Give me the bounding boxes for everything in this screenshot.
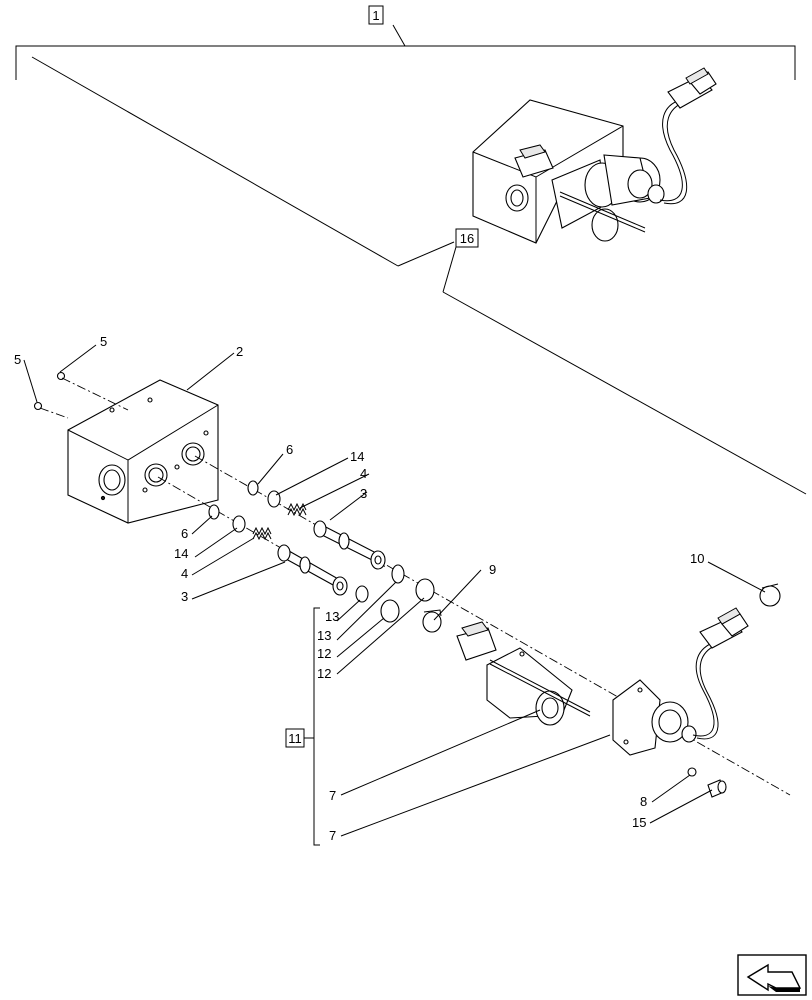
callout-11[interactable]: 11 [285, 728, 305, 748]
callout-1[interactable]: 1 [368, 5, 384, 25]
callout-3-lower[interactable]: 3 [181, 589, 188, 604]
seal-13-lower [355, 585, 369, 603]
callout-4-lower[interactable]: 4 [181, 566, 188, 581]
svg-text:16: 16 [460, 231, 474, 246]
callout-14-lower[interactable]: 14 [174, 546, 188, 561]
svg-text:1: 1 [372, 8, 379, 23]
callout-15[interactable]: 15 [632, 815, 646, 830]
callout-2[interactable]: 2 [236, 344, 243, 359]
valve-body-illustration [67, 379, 219, 524]
spool-3-upper [313, 520, 386, 570]
svg-text:11: 11 [288, 731, 302, 746]
solenoid-7-right [612, 607, 749, 756]
seal-12-lower [380, 599, 400, 623]
callout-6-lower[interactable]: 6 [181, 526, 188, 541]
callout-14-upper[interactable]: 14 [350, 449, 364, 464]
callout-9[interactable]: 9 [489, 562, 496, 577]
assembly-bracket [15, 24, 796, 80]
backup-ring-14-lower [232, 515, 246, 533]
seal-13-upper [391, 564, 405, 584]
spool-3-lower [277, 544, 348, 596]
callout-7-first[interactable]: 7 [329, 788, 336, 803]
screw-15 [707, 779, 727, 798]
callout-5-left[interactable]: 5 [14, 352, 21, 367]
ring-10 [759, 583, 781, 607]
plug-5-left [33, 401, 43, 411]
plug-5-top [56, 371, 66, 381]
seal-12-upper [415, 578, 435, 602]
o-ring-6-lower [208, 504, 220, 520]
callout-12-second[interactable]: 12 [317, 666, 331, 681]
o-ring-6-upper [247, 480, 259, 496]
callout-13-second[interactable]: 13 [317, 628, 331, 643]
assembled-valve-illustration [472, 67, 717, 244]
callout-6-upper[interactable]: 6 [286, 442, 293, 457]
spring-4-upper [287, 502, 307, 517]
callout-7-second[interactable]: 7 [329, 828, 336, 843]
callout-3-upper[interactable]: 3 [360, 486, 367, 501]
callout-16[interactable]: 16 [455, 228, 479, 248]
callout-5-top[interactable]: 5 [100, 334, 107, 349]
clip-9 [422, 609, 442, 633]
callout-12-first[interactable]: 12 [317, 646, 331, 661]
callout-4-upper[interactable]: 4 [360, 466, 367, 481]
spring-4-lower [252, 526, 272, 541]
callout-8[interactable]: 8 [640, 794, 647, 809]
callout-13-first[interactable]: 13 [325, 609, 339, 624]
washer-8 [687, 767, 697, 777]
next-page-arrow-icon[interactable] [737, 954, 807, 996]
solenoid-7-middle [456, 621, 591, 726]
callout-10[interactable]: 10 [690, 551, 704, 566]
